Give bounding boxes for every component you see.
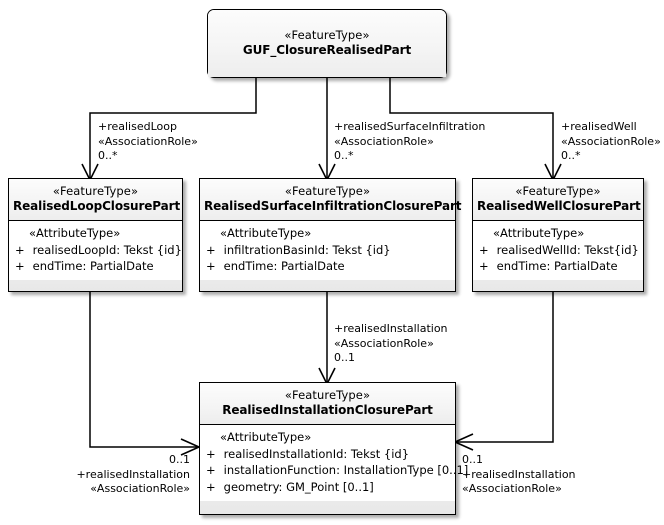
association-multiplicity: 0..* bbox=[561, 149, 581, 163]
attribute-stereotype: «AttributeType» bbox=[220, 225, 312, 240]
association-role-name: +realisedLoop bbox=[98, 120, 177, 133]
attribute-visibility: + bbox=[479, 242, 489, 257]
attribute-stereotype: «AttributeType» bbox=[220, 429, 312, 444]
attribute-visibility: + bbox=[15, 259, 25, 274]
attribute-row: + realisedWellId: Tekst{id} bbox=[479, 242, 639, 259]
association-label-realised-installation-left: 0..1 +realisedInstallation «AssociationR… bbox=[0, 453, 190, 497]
association-multiplicity: 0..1 bbox=[169, 453, 190, 466]
class-header: «FeatureType» GUF_ClosureRealisedPart bbox=[208, 10, 446, 77]
association-label-realised-well: +realisedWell «AssociationRole» 0..* bbox=[561, 120, 661, 164]
class-name: RealisedLoopClosurePart bbox=[13, 199, 181, 214]
association-multiplicity: 0..* bbox=[98, 149, 118, 163]
attribute-row: + geometry: GM_Point [0..1] bbox=[206, 479, 451, 496]
association-multiplicity: 0..1 bbox=[462, 453, 483, 466]
attribute-text: installationFunction: InstallationType [… bbox=[223, 463, 469, 478]
attribute-text: realisedWellId: Tekst{id} bbox=[496, 242, 639, 257]
class-stereotype: «FeatureType» bbox=[284, 28, 370, 43]
class-header: «FeatureType» RealisedWellClosurePart bbox=[473, 179, 643, 220]
attribute-row: + endTime: PartialDate bbox=[206, 258, 451, 275]
attribute-text: endTime: PartialDate bbox=[32, 259, 154, 274]
association-role-name: +realisedSurfaceInfiltration bbox=[334, 120, 486, 133]
attribute-visibility: + bbox=[206, 463, 216, 478]
class-realised-surface-infiltration-closure-part[interactable]: «FeatureType» RealisedSurfaceInfiltratio… bbox=[199, 178, 462, 292]
class-divider bbox=[200, 423, 455, 425]
attribute-visibility: + bbox=[206, 446, 216, 461]
attribute-text: infiltrationBasinId: Tekst {id} bbox=[223, 242, 391, 257]
attribute-visibility: + bbox=[206, 259, 216, 274]
association-label-realised-loop: +realisedLoop «AssociationRole» 0..* bbox=[98, 120, 198, 164]
class-header: «FeatureType» RealisedInstallationClosur… bbox=[200, 383, 455, 424]
class-stereotype: «FeatureType» bbox=[284, 388, 371, 402]
attribute-stereotype: «AttributeType» bbox=[29, 225, 121, 240]
class-realised-loop-closure-part[interactable]: «FeatureType» RealisedLoopClosurePart «A… bbox=[8, 178, 183, 292]
class-attributes: «AttributeType» + realisedWellId: Tekst{… bbox=[473, 220, 643, 280]
association-multiplicity: 0..* bbox=[334, 149, 354, 163]
association-stereotype: «AssociationRole» bbox=[90, 482, 190, 496]
association-label-realised-installation-right: 0..1 +realisedInstallation «AssociationR… bbox=[462, 453, 576, 497]
class-name: GUF_ClosureRealisedPart bbox=[242, 43, 412, 58]
connector-well-to-installation bbox=[457, 292, 554, 443]
association-role-name: +realisedInstallation bbox=[462, 467, 576, 481]
class-attributes: «AttributeType» + realisedInstallationId… bbox=[200, 424, 468, 501]
attribute-stereotype: «AttributeType» bbox=[493, 225, 585, 240]
association-multiplicity: 0..1 bbox=[334, 351, 355, 365]
class-stereotype: «FeatureType» bbox=[284, 184, 371, 198]
class-stereotype: «FeatureType» bbox=[52, 184, 139, 198]
class-name: RealisedSurfaceInfiltrationClosurePart bbox=[204, 199, 462, 214]
association-stereotype: «AssociationRole» bbox=[98, 134, 198, 148]
attribute-row: + realisedLoopId: Tekst {id} bbox=[15, 242, 182, 259]
attribute-text: realisedLoopId: Tekst {id} bbox=[32, 242, 182, 257]
association-stereotype: «AssociationRole» bbox=[561, 134, 661, 148]
arrowhead-installation-right bbox=[453, 433, 474, 451]
attribute-row: + realisedInstallationId: Tekst {id} bbox=[206, 446, 451, 463]
association-label-realised-surface-infiltration: +realisedSurfaceInfiltration «Associatio… bbox=[334, 120, 485, 164]
class-attributes: «AttributeType» + infiltrationBasinId: T… bbox=[200, 220, 455, 280]
class-divider bbox=[9, 219, 182, 221]
association-stereotype: «AssociationRole» bbox=[334, 336, 434, 350]
association-role-name: +realisedInstallation bbox=[334, 322, 448, 335]
attribute-row: + infiltrationBasinId: Tekst {id} bbox=[206, 242, 451, 259]
association-role-name: +realisedWell bbox=[561, 120, 637, 133]
association-role-name: +realisedInstallation bbox=[76, 467, 190, 481]
attribute-text: endTime: PartialDate bbox=[223, 259, 345, 274]
class-name: RealisedWellClosurePart bbox=[477, 199, 641, 214]
class-divider bbox=[200, 219, 455, 221]
attribute-text: endTime: PartialDate bbox=[496, 259, 618, 274]
class-stereotype: «FeatureType» bbox=[515, 184, 601, 198]
association-label-realised-installation-center: +realisedInstallation «AssociationRole» … bbox=[334, 322, 448, 366]
attribute-visibility: + bbox=[15, 242, 25, 257]
attribute-text: geometry: GM_Point [0..1] bbox=[223, 479, 374, 494]
connector-loop-to-installation bbox=[89, 292, 197, 448]
class-header: «FeatureType» RealisedLoopClosurePart bbox=[9, 179, 182, 220]
attribute-visibility: + bbox=[479, 259, 489, 274]
attribute-text: realisedInstallationId: Tekst {id} bbox=[223, 446, 410, 461]
class-header: «FeatureType» RealisedSurfaceInfiltratio… bbox=[200, 179, 462, 220]
association-stereotype: «AssociationRole» bbox=[462, 482, 562, 496]
attribute-visibility: + bbox=[206, 242, 216, 257]
attribute-visibility: + bbox=[206, 479, 216, 494]
class-realised-installation-closure-part[interactable]: «FeatureType» RealisedInstallationClosur… bbox=[199, 382, 468, 515]
attribute-row: + endTime: PartialDate bbox=[479, 258, 639, 275]
class-attributes: «AttributeType» + realisedLoopId: Tekst … bbox=[9, 220, 182, 280]
association-stereotype: «AssociationRole» bbox=[334, 134, 434, 148]
class-realised-well-closure-part[interactable]: «FeatureType» RealisedWellClosurePart «A… bbox=[472, 178, 644, 292]
class-guf-closure-realised-part[interactable]: «FeatureType» GUF_ClosureRealisedPart bbox=[207, 9, 447, 78]
attribute-row: + endTime: PartialDate bbox=[15, 258, 178, 275]
attribute-row: + installationFunction: InstallationType… bbox=[206, 462, 468, 479]
class-name: RealisedInstallationClosurePart bbox=[222, 403, 433, 418]
class-divider bbox=[473, 219, 643, 221]
